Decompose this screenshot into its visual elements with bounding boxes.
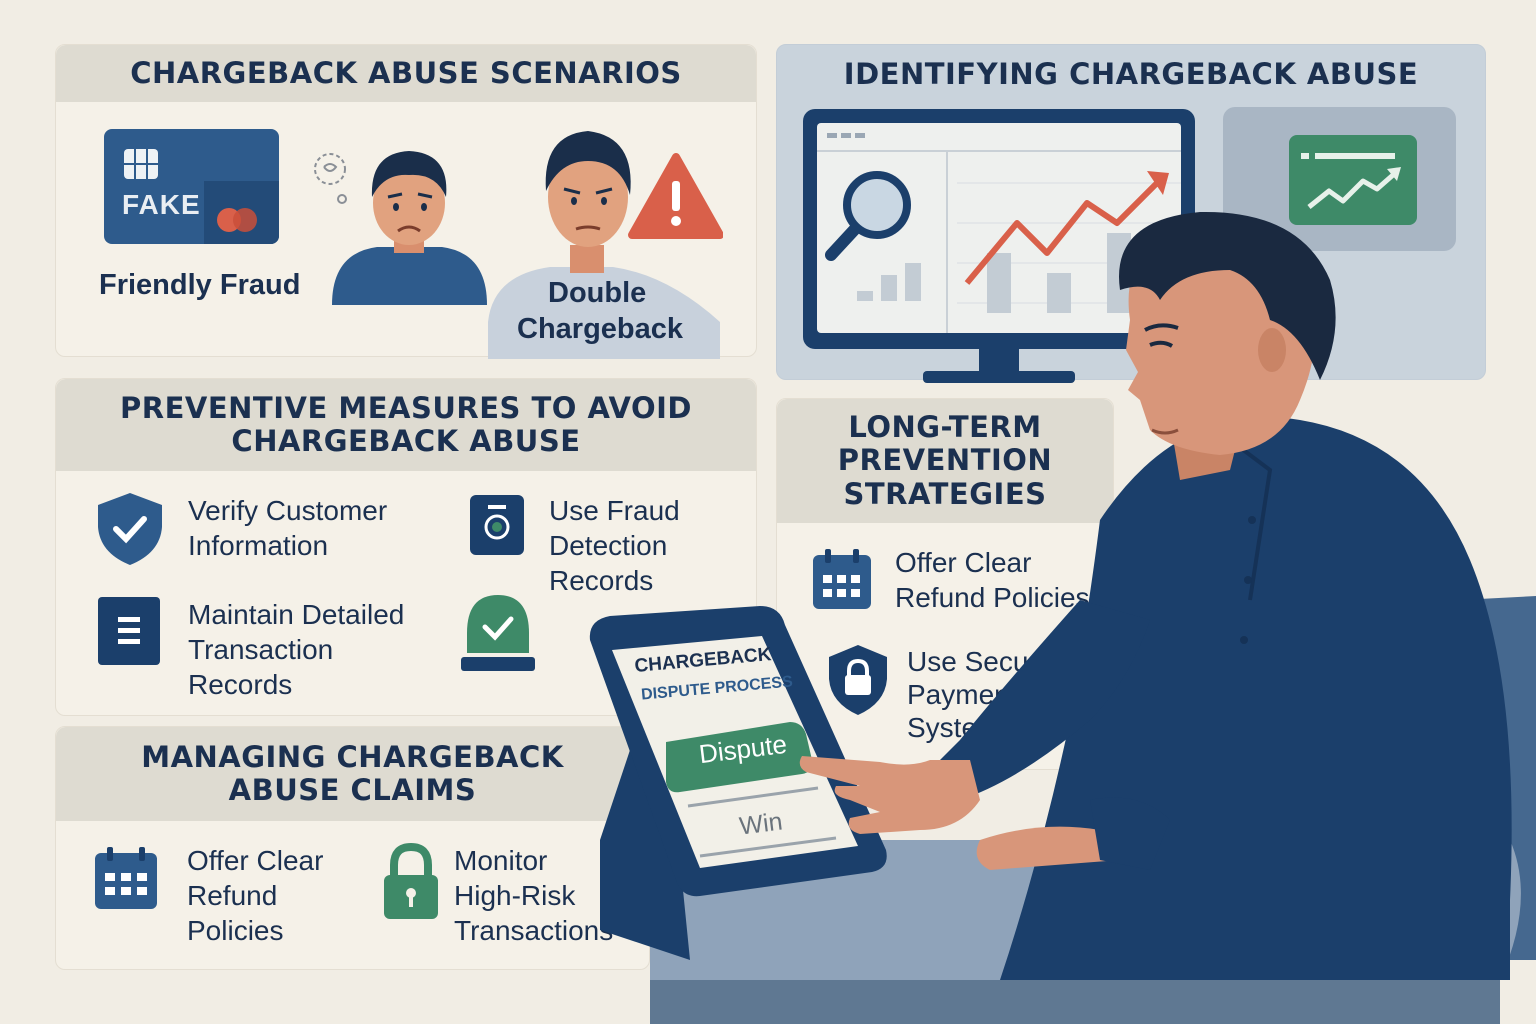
scenarios-title: CHARGEBACK ABUSE SCENARIOS: [56, 45, 756, 102]
monitor-base: [923, 371, 1075, 383]
fraud-detection-icon: [468, 493, 526, 561]
managing-panel: MANAGING CHARGEBACK ABUSE CLAIMS Offer C…: [55, 726, 650, 970]
longterm-title-line2: PREVENTION: [837, 443, 1053, 478]
identifying-title: IDENTIFYING CHARGEBACK ABUSE: [843, 57, 1419, 91]
managing-item-1: Offer Clear Refund Policies: [187, 845, 324, 946]
longterm-item-1: Offer Clear Refund Policies: [895, 547, 1090, 613]
preventive-title-line2: CHARGEBACK ABUSE: [231, 424, 581, 458]
monitor-stand: [979, 349, 1019, 373]
preventive-item-1: Verify Customer Information: [188, 495, 388, 561]
fake-card: FAKE: [104, 129, 279, 244]
shield-check-icon: [94, 489, 166, 571]
growth-chart-icon: [1289, 135, 1417, 225]
preventive-title-line1: PREVENTIVE MEASURES TO AVOID: [120, 390, 692, 425]
padlock-icon: [382, 842, 440, 925]
card-chip-icon: [124, 149, 158, 179]
thought-bubble-icon: [310, 149, 350, 209]
document-icon: [98, 597, 160, 669]
pointing-hand: [799, 756, 980, 834]
man-hair: [1119, 211, 1336, 380]
managing-item-2: Monitor High-Risk Transactions: [454, 845, 614, 946]
card-logo-icon: [216, 207, 260, 233]
worried-customer-illustration: [332, 135, 487, 305]
double-chargeback-label-line1: Double: [548, 277, 647, 309]
longterm-title-line3: STRATEGIES: [843, 476, 1047, 511]
fake-card-label: FAKE: [122, 189, 201, 220]
preventive-item-3: Maintain Detailed Transaction Records: [188, 599, 405, 700]
calendar-icon: [811, 547, 873, 615]
monitor-screen: [817, 123, 1181, 333]
lock-shield-icon: [827, 643, 889, 721]
managing-title: MANAGING CHARGEBACK ABUSE CLAIMS: [56, 727, 649, 821]
scenarios-panel: CHARGEBACK ABUSE SCENARIOS FAKE Friendly…: [55, 44, 757, 359]
double-chargeback-customer-illustration: [488, 117, 724, 359]
managing-title-line1: MANAGING CHARGEBACK: [141, 739, 564, 774]
preventive-item-2: Use Fraud Detection Records: [549, 495, 680, 596]
longterm-title-line1: LONG-TERM: [848, 409, 1042, 444]
preventive-title: PREVENTIVE MEASURES TO AVOID CHARGEBACK …: [56, 379, 756, 471]
friendly-fraud-label: Friendly Fraud: [99, 269, 301, 301]
approved-check-icon: [459, 595, 537, 677]
managing-title-line2: ABUSE CLAIMS: [228, 773, 477, 807]
warning-icon: [628, 153, 724, 239]
double-chargeback-label-line2: Chargeback: [517, 313, 684, 345]
longterm-title: LONG-TERM PREVENTION STRATEGIES: [777, 399, 1113, 523]
tablet-dispute-button-bg: [666, 722, 813, 793]
magnifier-icon: [825, 171, 911, 261]
calendar-icon: [93, 845, 159, 915]
trend-arrow-icon: [964, 171, 1169, 285]
preventive-panel: PREVENTIVE MEASURES TO AVOID CHARGEBACK …: [55, 378, 757, 716]
